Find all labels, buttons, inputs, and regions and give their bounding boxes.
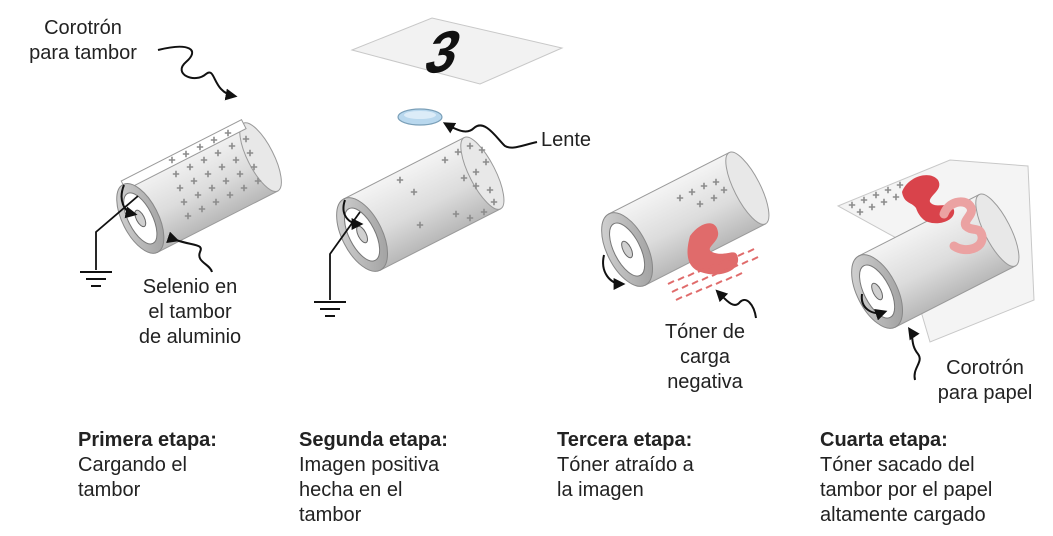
stage-4-desc: Tóner sacado del tambor por el papel alt… (820, 454, 993, 526)
lens-label: Lente (541, 129, 592, 151)
lens (397, 108, 443, 126)
stage-2-caption: Segunda etapa: Imagen positiva hecha en … (299, 428, 519, 528)
stage-2-desc: Imagen positiva hecha en el tambor (299, 454, 440, 526)
selenium-pointer (166, 231, 213, 273)
stage-1-desc: Cargando el tambor (78, 454, 187, 501)
paper-with-digit: 3 (350, 17, 564, 87)
paper-corotron-pointer (908, 327, 921, 381)
stage2-drum (314, 136, 505, 317)
lens-pointer (442, 122, 538, 149)
drum-corotron-pointer (157, 45, 238, 101)
stage-3-caption: Tercera etapa: Tóner atraído a la imagen (557, 428, 777, 503)
stage-2-title: Segunda etapa: (299, 429, 448, 451)
stage3-toner-image (687, 223, 739, 275)
stage-3-desc: Tóner atraído a la imagen (557, 454, 694, 501)
drum-corotron-label: Corotrón para tambor (29, 17, 137, 64)
stage-1-caption: Primera etapa: Cargando el tambor (78, 428, 268, 503)
stage-3-title: Tercera etapa: (557, 429, 693, 451)
toner-label: Tóner de carga negativa (664, 321, 746, 393)
toner-particles (667, 248, 759, 301)
stage-4-caption: Cuarta etapa: Tóner sacado del tambor po… (820, 428, 1050, 528)
stage-1-title: Primera etapa: (78, 429, 217, 451)
selenium-label: Selenio en el tambor de aluminio (138, 276, 242, 348)
stage4-fading-image (939, 197, 987, 255)
stage3-drum (601, 151, 770, 301)
stage4-drum (836, 159, 1035, 343)
toner-pointer (715, 289, 757, 319)
stage-4-title: Cuarta etapa: (820, 429, 948, 451)
stage1-drum (80, 119, 282, 287)
paper-corotron-label: Corotrón para papel (937, 357, 1033, 404)
